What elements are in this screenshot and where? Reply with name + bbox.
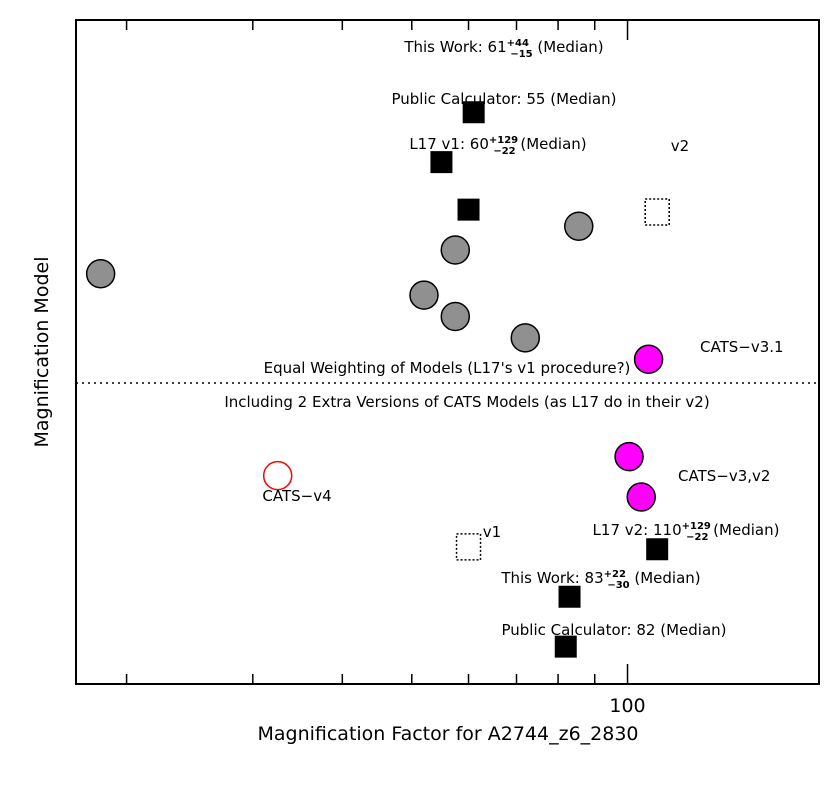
point-circle (626, 482, 656, 512)
bottom-cats-v4-label: CATS−v4 (262, 487, 331, 505)
label-subscript: −22 (493, 146, 515, 157)
top-cats-v3-1-label: CATS−v3.1 (700, 338, 784, 356)
label-superscript: +44 (507, 38, 529, 49)
point-square (554, 635, 577, 658)
bottom-public-calculator-label: Public Calculator: 82 (Median) (501, 621, 726, 639)
label-superscript: +129 (682, 521, 711, 532)
divider-label-above: Equal Weighting of Models (L17's v1 proc… (264, 359, 631, 377)
label-main: v2 (671, 137, 689, 155)
label-subscript: −22 (686, 532, 708, 543)
label-main: CATS−v4 (262, 487, 331, 505)
top-l17-v1-label: L17 v1: 60+129−22 (Median) (409, 135, 586, 157)
point-square (462, 101, 485, 124)
label-main: This Work: 61 (403, 38, 506, 56)
bottom-v1-marker-label: v1 (483, 523, 501, 541)
point-square (457, 198, 480, 221)
label-suffix: (Median) (533, 38, 604, 56)
top-this-work-label: This Work: 61+44−15 (Median) (403, 38, 603, 60)
divider-label-below: Including 2 Extra Versions of CATS Model… (224, 393, 709, 411)
point-circle (409, 280, 439, 310)
point-circle (614, 441, 644, 472)
point-circle (85, 259, 116, 289)
label-main: L17 v1: 60 (409, 135, 489, 153)
bottom-cats-v2-label: CATS−v3,v2 (678, 467, 770, 485)
data-points (85, 101, 670, 658)
point-square (558, 585, 581, 608)
label-main: v1 (483, 523, 501, 541)
label-main: Public Calculator: 82 (Median) (501, 621, 726, 639)
point-circle (510, 323, 541, 353)
bottom-l17-v2-label: L17 v2: 110+129−22 (Median) (593, 521, 780, 543)
point-dotted-square (455, 533, 482, 561)
point-circle (564, 211, 594, 241)
point-circle (440, 301, 471, 332)
label-main: CATS−v3.1 (700, 338, 784, 356)
label-main: Public Calculator: 55 (Median) (391, 90, 616, 108)
label-main: L17 v2: 110 (593, 521, 682, 539)
label-superscript: +22 (604, 569, 626, 580)
label-subscript: −30 (607, 580, 629, 591)
bottom-this-work-label: This Work: 83+22−30 (Median) (500, 569, 700, 591)
point-square (430, 151, 453, 174)
point-circle (633, 344, 664, 374)
label-suffix: (Median) (630, 569, 701, 587)
label-main: CATS−v3,v2 (678, 467, 770, 485)
plot-frame (75, 19, 820, 685)
label-suffix: (Median) (708, 521, 779, 539)
label-subscript: −15 (510, 49, 532, 60)
label-suffix: (Median) (516, 135, 587, 153)
top-v2-marker-label: v2 (671, 137, 689, 155)
point-dotted-square (644, 198, 670, 226)
point-open-circle (262, 460, 293, 491)
x-axis-ticks: 100 (125, 20, 646, 717)
x-axis-label: Magnification Factor for A2744_z6_2830 (257, 723, 638, 745)
x-tick-label: 100 (609, 695, 645, 717)
top-public-calculator-label: Public Calculator: 55 (Median) (391, 90, 616, 108)
point-square (646, 538, 669, 561)
point-labels: This Work: 61+44−15 (Median) Public Calcu… (262, 38, 783, 639)
label-main: This Work: 83 (500, 569, 603, 587)
y-axis-label: Magnification Model (31, 257, 53, 448)
point-circle (440, 235, 471, 265)
label-superscript: +129 (489, 135, 518, 146)
